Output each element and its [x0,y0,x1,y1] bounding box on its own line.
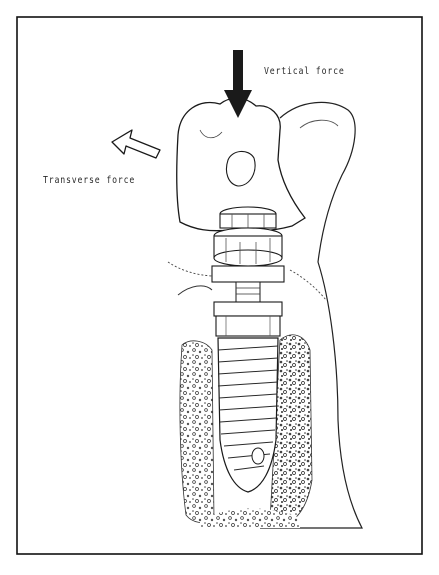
vertical-force-label: Vertical force [264,66,345,77]
abutment-head [214,207,282,266]
figure-border [17,17,422,554]
transverse-force-label: Transverse force [43,175,135,186]
bone-left [180,341,214,523]
implant-fixture [218,338,278,492]
